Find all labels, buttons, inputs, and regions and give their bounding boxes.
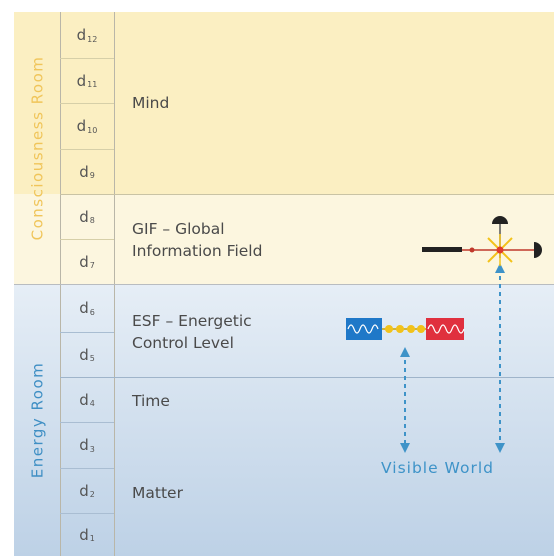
esf-label: ESF – Energetic Control Level xyxy=(132,310,252,354)
row-line xyxy=(60,58,114,59)
illustration xyxy=(346,216,542,453)
gif-label-line2: Information Field xyxy=(132,242,263,260)
esf-label-line2: Control Level xyxy=(132,334,234,352)
esf-label-line1: ESF – Energetic xyxy=(132,312,252,330)
row-line xyxy=(60,103,114,104)
room-separator xyxy=(14,284,554,285)
visible-world-label: Visible World xyxy=(381,459,494,477)
gif-label: GIF – Global Information Field xyxy=(132,218,262,262)
matter-label: Matter xyxy=(132,484,183,502)
row-line xyxy=(60,513,114,514)
level-separator xyxy=(60,377,554,378)
gif-symbol-icon xyxy=(422,216,542,266)
row-line xyxy=(60,468,114,469)
row-line xyxy=(60,332,114,333)
row-line xyxy=(60,239,114,240)
level-separator xyxy=(60,194,554,195)
row-line xyxy=(60,149,114,150)
mind-label: Mind xyxy=(132,94,170,112)
time-label: Time xyxy=(132,392,170,410)
row-line xyxy=(60,422,114,423)
gif-label-line1: GIF – Global xyxy=(132,220,225,238)
esf-wave-icon xyxy=(346,318,465,340)
